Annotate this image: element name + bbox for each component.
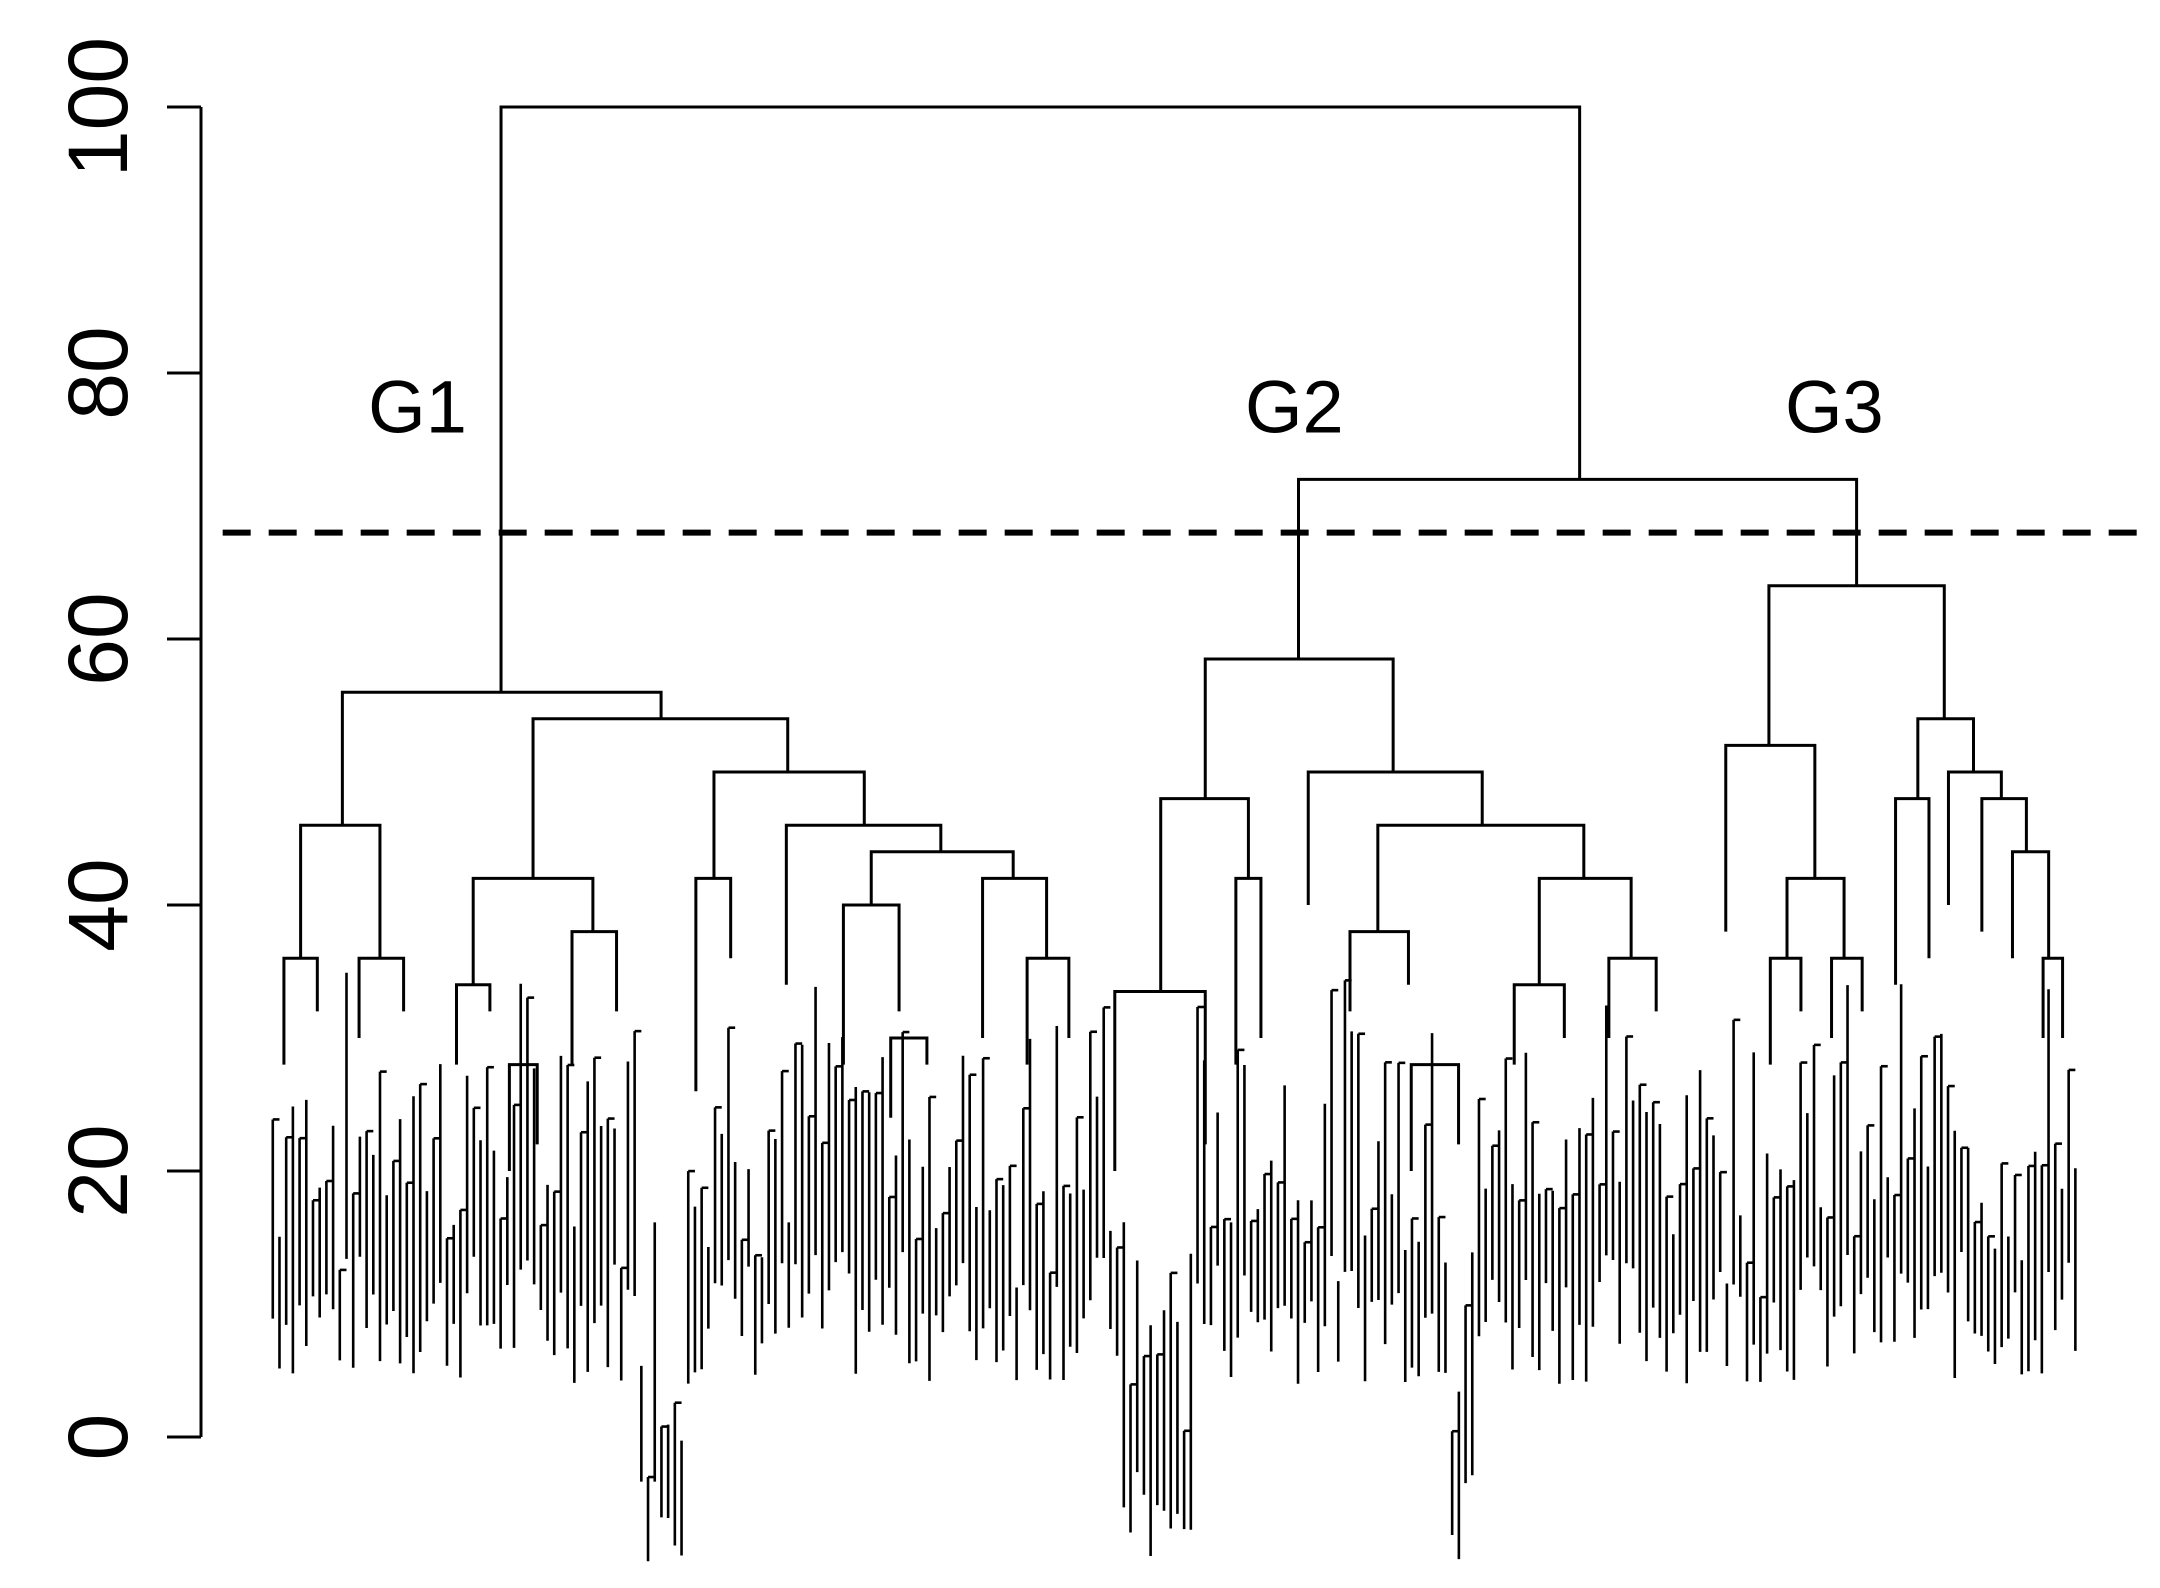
group-label-g2: G2 [1245,365,1344,448]
merge-link-G3-r4 [2041,956,2065,1038]
merge-link-G1-left-a [282,956,319,1065]
merge-link-G1-r7 [1025,956,1071,1065]
merge-link-G3-left [1724,743,1817,932]
merge-link-G3-top [1767,584,1946,746]
y-tick-label: 80 [51,326,145,419]
y-axis: 0 20 40 60 80 100 [51,37,203,1461]
merge-link-G1-left-b [357,956,406,1038]
merge-link-G2-r1 [1376,823,1586,932]
merge-link-G3-r2 [1980,797,2028,932]
merge-link-G3-r5 [1894,797,1931,985]
merge-link-G1-r5 [841,903,901,1065]
merge-link-G2-left [1159,797,1250,992]
dendrogram-leaves [271,972,2077,1562]
merge-link-G1-left [299,823,382,959]
y-tick-label: 60 [51,592,145,685]
merge-link-G1-r2 [712,770,866,879]
group-label-g1: G1 [368,365,467,448]
group-labels: G1 G2 G3 [368,365,1884,448]
merge-link-G1-r1c [507,1063,539,1171]
merge-link-G3-l3 [1830,956,1864,1038]
merge-link-G2-top [1203,657,1395,799]
merge-link-G2-r6 [1409,1063,1461,1171]
merge-link-G1-r8 [889,1036,929,1118]
merge-link-G1-r1a [454,983,492,1065]
merge-link-G1-r1b [570,930,619,1065]
merge-link-G3-right [1916,717,1976,799]
y-tick-label: 40 [51,858,145,951]
y-tick-label: 100 [51,37,145,177]
merge-link-G3-l2 [1768,956,1803,1065]
merge-link-G2-right [1306,770,1484,905]
merge-link-G2-l2 [1234,876,1263,1065]
y-tick-label: 20 [51,1124,145,1217]
merge-link-G2-r3 [1537,876,1633,985]
merge-link-G2-r2 [1348,930,1410,1012]
y-tick-label: 0 [51,1414,145,1461]
merge-link-G1-r2a [694,876,733,1092]
merge-link-G1-r4 [869,850,1015,905]
merge-link-G1-r3 [784,823,943,985]
merge-link-G1-r6 [981,876,1049,1038]
merge-link-G3-r3 [2010,850,2051,959]
merge-link-G2-l1 [1113,989,1207,1171]
merge-link-G3-l1 [1785,876,1846,959]
merge-link-G2-r5 [1607,956,1658,1038]
merge-link-G1-right [531,717,790,879]
merge-link-G3-r1 [1946,770,2003,905]
merge-link-G1-top [340,690,663,826]
merge-link-G2-G3 [1297,477,1859,659]
dendrogram-links [282,105,2065,1171]
merge-link-root [499,105,1582,693]
merge-link-G1-r1 [471,876,595,985]
group-label-g3: G3 [1785,365,1884,448]
merge-link-G2-r4 [1512,983,1566,1065]
